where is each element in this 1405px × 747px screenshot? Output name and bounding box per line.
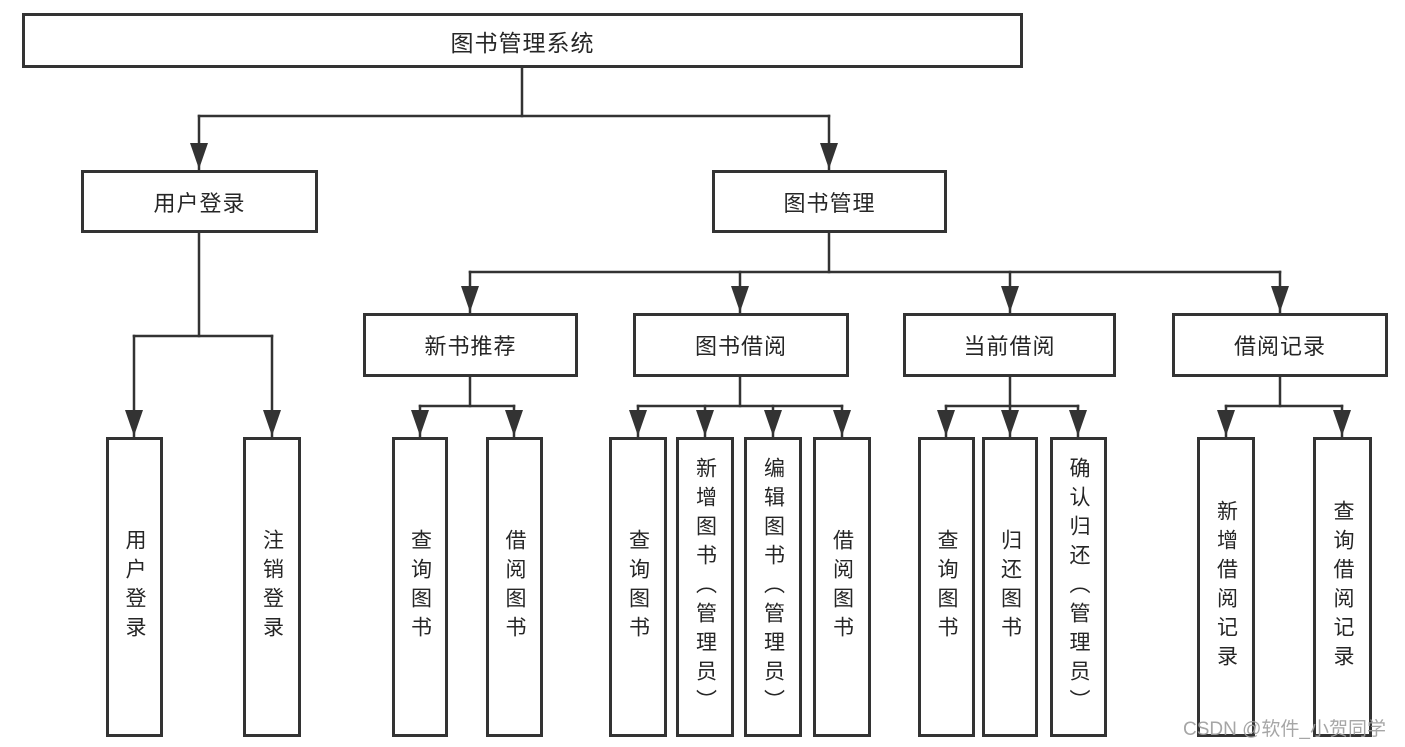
leaf-current-query-book-label: 查询图书 xyxy=(935,529,958,645)
leaf-return-book-label: 归还图书 xyxy=(998,529,1022,645)
node-book-mgmt: 图书管理 xyxy=(712,170,947,233)
leaf-confirm-return-admin: 确认归还（管理员） xyxy=(1050,437,1107,737)
node-book-borrow-label: 图书借阅 xyxy=(694,334,787,359)
leaf-newbook-borrow-book: 借阅图书 xyxy=(486,437,543,737)
leaf-add-borrow-record-label: 新增借阅记录 xyxy=(1214,500,1238,674)
node-borrow-record-label: 借阅记录 xyxy=(1233,334,1326,359)
watermark-text: CSDN @软件_小贺同学 xyxy=(1183,719,1386,740)
connector-root-to-level2 xyxy=(190,66,838,171)
leaf-add-book-admin-label: 新增图书（管理员） xyxy=(693,456,717,718)
leaf-logout: 注销登录 xyxy=(243,437,301,737)
node-current-borrow-label: 当前借阅 xyxy=(963,334,1056,359)
leaf-user-login-label: 用户登录 xyxy=(123,529,146,645)
node-borrow-record: 借阅记录 xyxy=(1172,313,1388,377)
node-root-label: 图书管理系统 xyxy=(450,29,595,56)
node-book-mgmt-label: 图书管理 xyxy=(783,190,876,216)
leaf-newbook-borrow-book-label: 借阅图书 xyxy=(503,529,526,645)
node-new-book-label: 新书推荐 xyxy=(424,334,517,359)
node-user-login-label: 用户登录 xyxy=(153,190,246,216)
leaf-confirm-return-admin-label: 确认归还（管理员） xyxy=(1067,456,1090,718)
leaf-add-book-admin: 新增图书（管理员） xyxy=(676,437,734,737)
leaf-newbook-query-book: 查询图书 xyxy=(392,437,448,737)
leaf-add-borrow-record: 新增借阅记录 xyxy=(1197,437,1255,737)
leaf-edit-book-admin-label: 编辑图书（管理员） xyxy=(761,456,785,718)
leaf-borrow-query-book: 查询图书 xyxy=(609,437,667,737)
node-root: 图书管理系统 xyxy=(22,13,1023,68)
node-user-login: 用户登录 xyxy=(81,170,318,233)
node-current-borrow: 当前借阅 xyxy=(903,313,1116,377)
leaf-query-borrow-record-label: 查询借阅记录 xyxy=(1331,500,1354,674)
leaf-logout-label: 注销登录 xyxy=(260,529,284,645)
leaf-edit-book-admin: 编辑图书（管理员） xyxy=(744,437,802,737)
leaf-current-query-book: 查询图书 xyxy=(918,437,975,737)
connector-book-borrow-to-leaves xyxy=(629,375,851,438)
connector-book-mgmt-to-level3 xyxy=(461,231,1289,314)
leaf-return-book: 归还图书 xyxy=(982,437,1038,737)
node-book-borrow: 图书借阅 xyxy=(633,313,849,377)
leaf-newbook-query-book-label: 查询图书 xyxy=(408,529,432,645)
leaf-borrow-query-book-label: 查询图书 xyxy=(626,529,650,645)
node-new-book: 新书推荐 xyxy=(363,313,578,377)
connector-new-book-to-leaves xyxy=(411,375,523,438)
leaf-borrow-book-label: 借阅图书 xyxy=(830,529,854,645)
leaf-user-login: 用户登录 xyxy=(106,437,163,737)
connector-user-login-to-leaves xyxy=(125,231,281,438)
connector-borrow-record-to-leaves xyxy=(1217,375,1351,438)
connector-current-borrow-to-leaves xyxy=(937,375,1087,438)
leaf-query-borrow-record: 查询借阅记录 xyxy=(1313,437,1372,737)
leaf-borrow-book: 借阅图书 xyxy=(813,437,871,737)
